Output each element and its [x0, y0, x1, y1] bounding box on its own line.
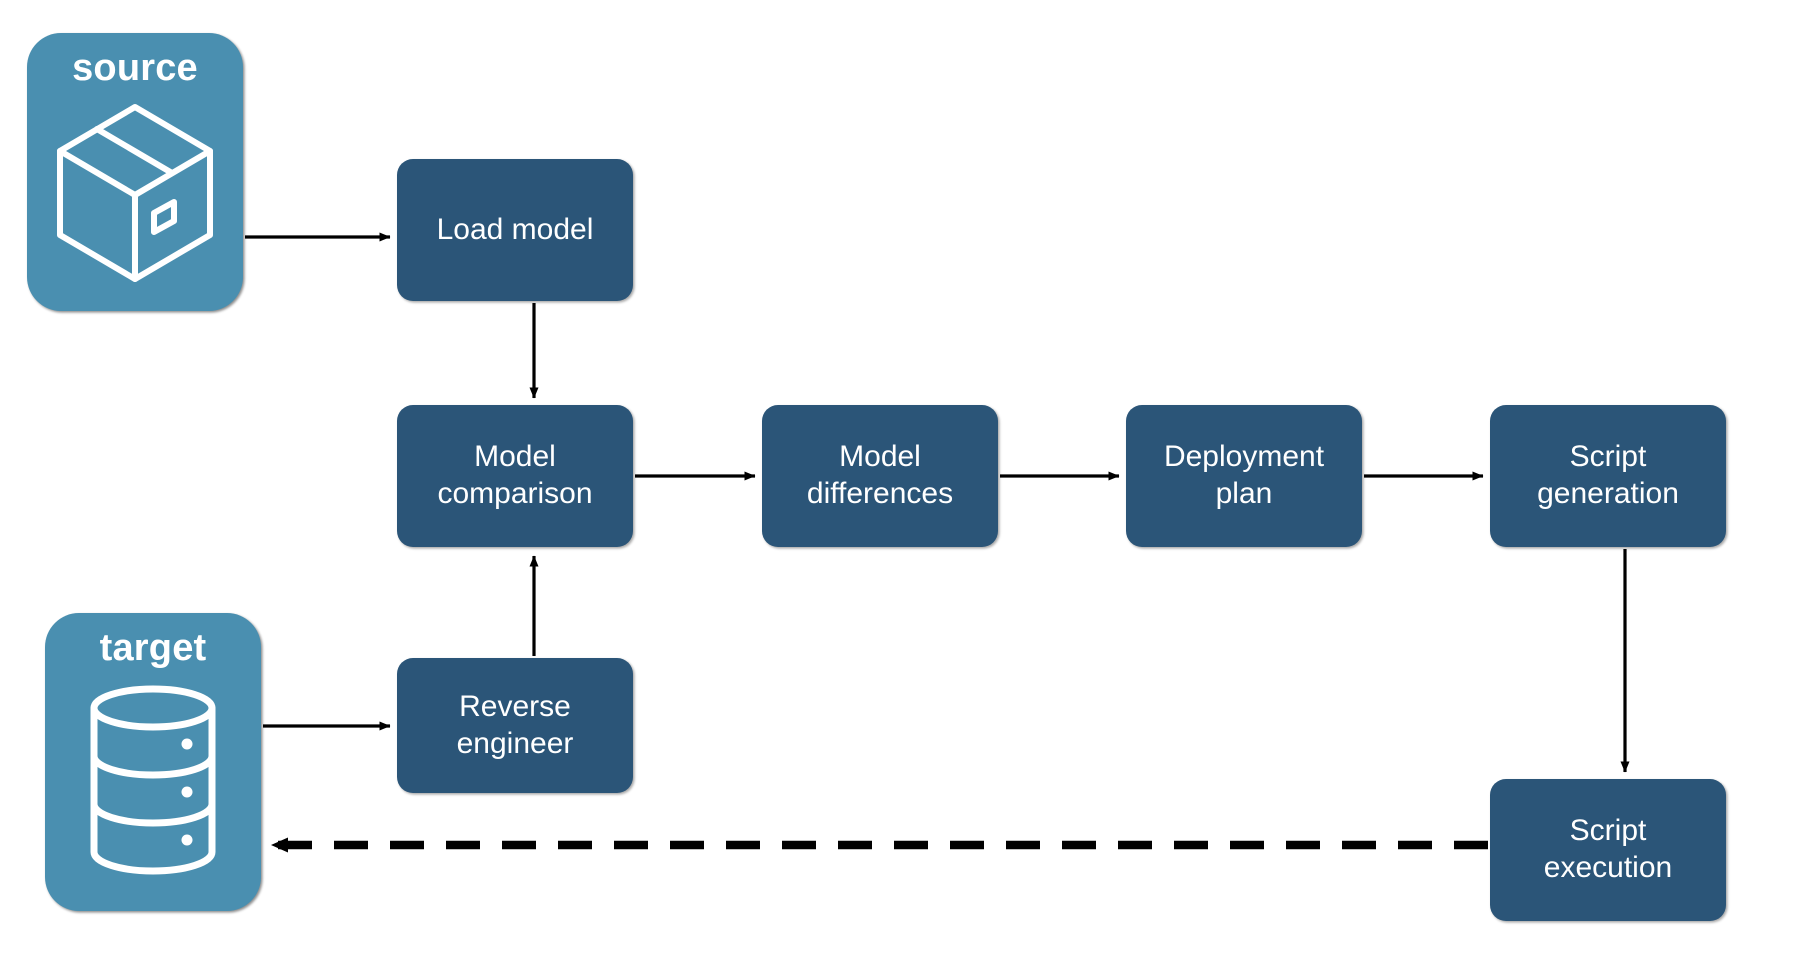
source-label: source: [72, 47, 198, 89]
model-differences-label: Model differences: [806, 440, 954, 510]
node-script-execution[interactable]: Script execution: [1490, 779, 1726, 921]
node-target[interactable]: target: [45, 613, 261, 911]
load-model-label: Load model: [436, 212, 594, 246]
node-model-comparison[interactable]: Model comparison: [397, 405, 633, 547]
reverse-engineer-label: Reverse engineer: [456, 689, 574, 760]
package-box-icon: [27, 87, 243, 293]
script-generation-label: Script generation: [1537, 440, 1679, 510]
node-model-differences[interactable]: Model differences: [762, 405, 998, 547]
node-source[interactable]: source: [27, 33, 243, 311]
script-execution-label: Script execution: [1543, 814, 1673, 884]
node-deployment-plan[interactable]: Deployment plan: [1126, 405, 1362, 547]
database-cylinder-icon: [45, 667, 261, 893]
target-label: target: [99, 627, 207, 669]
node-load-model[interactable]: Load model: [397, 159, 633, 301]
model-comparison-label: Model comparison: [437, 440, 593, 510]
node-script-generation[interactable]: Script generation: [1490, 405, 1726, 547]
deployment-plan-label: Deployment plan: [1163, 440, 1325, 510]
node-reverse-engineer[interactable]: Reverse engineer: [397, 658, 633, 793]
